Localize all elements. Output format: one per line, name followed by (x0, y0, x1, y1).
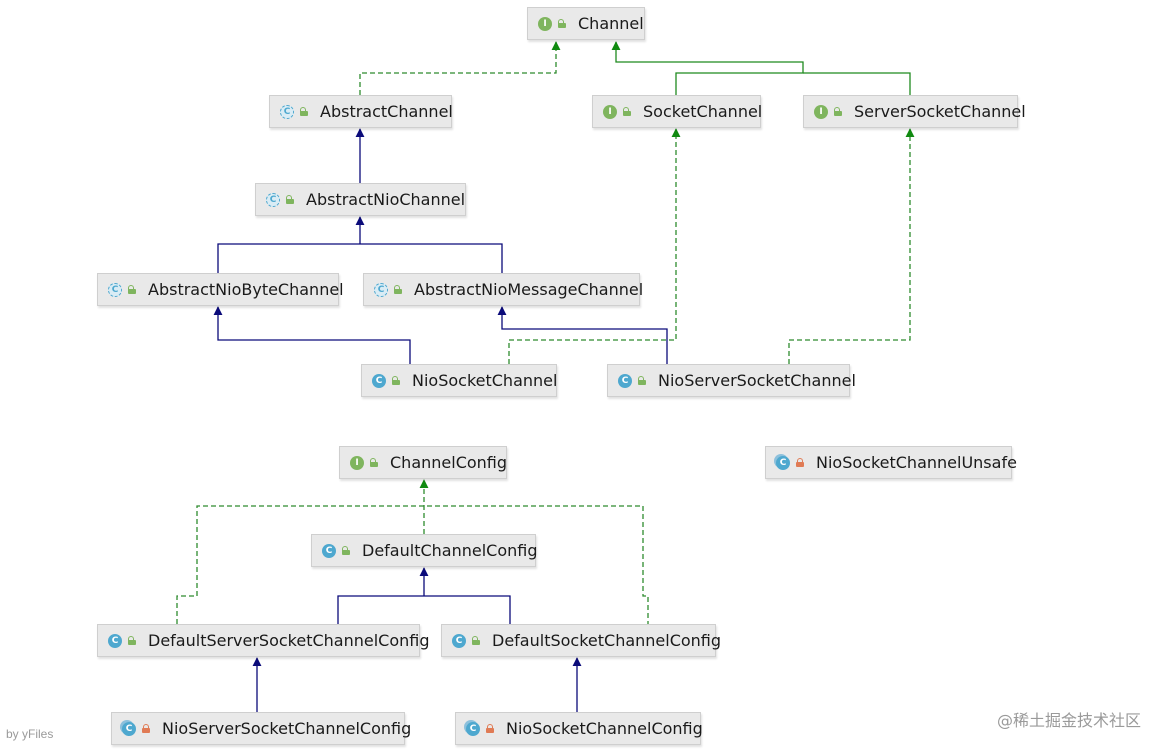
public-lock-icon (127, 636, 136, 645)
node-label: DefaultSocketChannelConfig (492, 631, 722, 650)
edge-socketchannel-channel (611, 41, 804, 95)
node-label: NioServerSocketChannelConfig (162, 719, 412, 738)
node-label: SocketChannel (643, 102, 763, 121)
class-icon: C (452, 633, 466, 648)
node-label: ServerSocketChannel (854, 102, 1026, 121)
public-lock-icon (369, 458, 378, 467)
abstract-class-icon: C (280, 104, 294, 119)
node-default-channel-config[interactable]: C DefaultChannelConfig (311, 534, 538, 567)
edge-niosocketchannel-socketchannel (508, 128, 681, 364)
interface-icon: I (350, 455, 364, 470)
inner-class-icon: C (466, 721, 480, 736)
abstract-class-icon: C (266, 192, 280, 207)
node-abstract-nio-message-channel[interactable]: C AbstractNioMessageChannel (363, 273, 644, 306)
public-lock-icon (393, 285, 402, 294)
abstract-class-icon: C (374, 282, 388, 297)
public-lock-icon (833, 107, 842, 116)
node-label: AbstractChannel (320, 102, 453, 121)
node-label: DefaultChannelConfig (362, 541, 538, 560)
inner-class-icon: C (122, 721, 136, 736)
edge-niosocketchannel-abstractniobytechannel (213, 306, 411, 364)
class-icon: C (372, 373, 386, 388)
class-icon: C (618, 373, 632, 388)
class-icon: C (108, 633, 122, 648)
node-default-socket-channel-config[interactable]: C DefaultSocketChannelConfig (441, 624, 721, 657)
public-lock-icon (285, 195, 294, 204)
private-lock-icon (485, 724, 494, 733)
node-server-socket-channel[interactable]: I ServerSocketChannel (803, 95, 1026, 128)
node-label: ChannelConfig (390, 453, 508, 472)
node-label: AbstractNioMessageChannel (414, 280, 644, 299)
yfiles-credit: by yFiles (6, 727, 54, 741)
public-lock-icon (391, 376, 400, 385)
public-lock-icon (127, 285, 136, 294)
interface-icon: I (814, 104, 828, 119)
edge-nioserversocketchannel-abstractniomessagechannel (497, 306, 668, 364)
node-nio-server-socket-channel-config[interactable]: C NioServerSocketChannelConfig (111, 712, 411, 745)
node-label: NioSocketChannelUnsafe (816, 453, 1017, 472)
watermark: @稀土掘金技术社区 (996, 711, 1141, 730)
public-lock-icon (637, 376, 646, 385)
node-channel[interactable]: I Channel (527, 7, 645, 40)
node-abstract-nio-byte-channel[interactable]: C AbstractNioByteChannel (97, 273, 344, 306)
edge-serversocketchannel-channel (803, 72, 911, 95)
class-icon: C (322, 543, 336, 558)
public-lock-icon (471, 636, 480, 645)
node-label: NioSocketChannel (412, 371, 558, 390)
node-nio-server-socket-channel[interactable]: C NioServerSocketChannel (607, 364, 856, 397)
interface-icon: I (538, 16, 552, 31)
node-nio-socket-channel-unsafe[interactable]: C NioSocketChannelUnsafe (765, 446, 1017, 479)
node-label: NioServerSocketChannel (658, 371, 856, 390)
public-lock-icon (557, 19, 566, 28)
edge-nioserversocketchannel-serversocketchannel (788, 128, 915, 364)
node-label: Channel (578, 14, 644, 33)
private-lock-icon (141, 724, 150, 733)
edge-abstractniobytechannel-abstractniochannel (217, 243, 503, 273)
public-lock-icon (299, 107, 308, 116)
node-abstract-nio-channel[interactable]: C AbstractNioChannel (255, 183, 466, 216)
node-default-server-socket-channel-config[interactable]: C DefaultServerSocketChannelConfig (97, 624, 430, 657)
abstract-class-icon: C (108, 282, 122, 297)
public-lock-icon (341, 546, 350, 555)
node-nio-socket-channel-config[interactable]: C NioSocketChannelConfig (455, 712, 703, 745)
node-nio-socket-channel[interactable]: C NioSocketChannel (361, 364, 557, 397)
node-label: AbstractNioByteChannel (148, 280, 344, 299)
private-lock-icon (795, 458, 804, 467)
node-channel-config[interactable]: I ChannelConfig (339, 446, 507, 479)
edge-abstractchannel-channel (359, 41, 561, 95)
node-label: DefaultServerSocketChannelConfig (148, 631, 430, 650)
interface-icon: I (603, 104, 617, 119)
node-label: AbstractNioChannel (306, 190, 466, 209)
public-lock-icon (622, 107, 631, 116)
node-label: NioSocketChannelConfig (506, 719, 703, 738)
edge-defaultserversocketchannelconfig-channelconfig (176, 505, 649, 624)
edge-defaultserversocketchannelconfig-defaultchannelconfig (337, 595, 511, 624)
node-abstract-channel[interactable]: C AbstractChannel (269, 95, 453, 128)
inner-class-icon: C (776, 455, 790, 470)
node-socket-channel[interactable]: I SocketChannel (592, 95, 763, 128)
